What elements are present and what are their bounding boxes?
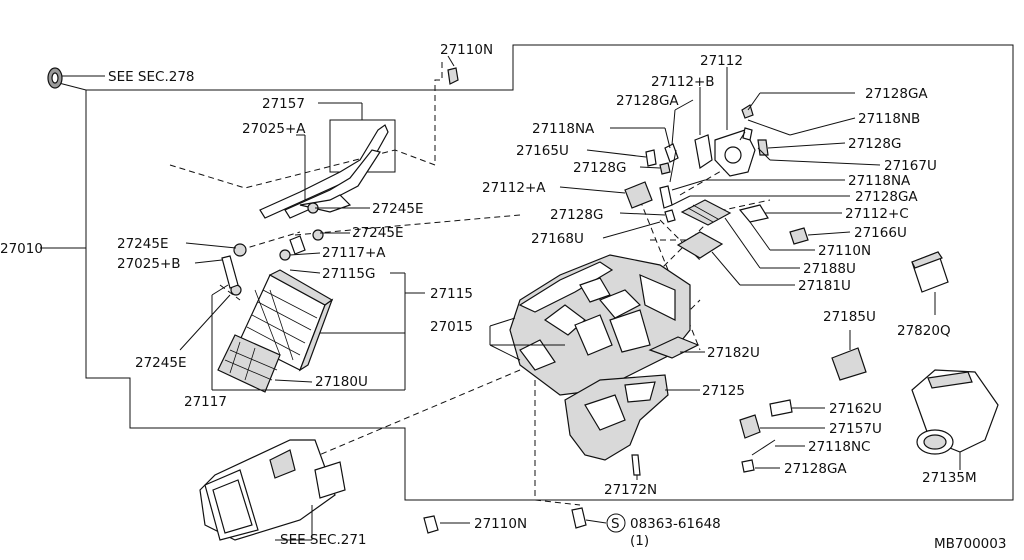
rod-27172n xyxy=(631,454,641,476)
label-27112b: 27112+B xyxy=(651,74,715,90)
label-08363-61648: 08363-61648 xyxy=(630,516,721,532)
heater-case-27015 xyxy=(509,254,691,396)
label-27182u: 27182U xyxy=(707,345,760,361)
label-27157u: 27157U xyxy=(829,421,882,437)
duct-27135m xyxy=(911,369,999,455)
grommet-sec278 xyxy=(47,67,63,89)
clip-27110n-top xyxy=(447,67,459,85)
duct-27820q xyxy=(911,251,949,293)
label-27115: 27115 xyxy=(430,286,473,302)
filter-27180u xyxy=(217,334,281,393)
duct-27185u xyxy=(831,347,867,381)
label-27245e-1: 27245E xyxy=(372,201,423,217)
label-27181u: 27181U xyxy=(798,278,851,294)
label-27135m: 27135M xyxy=(922,470,977,486)
duct-sec271 xyxy=(199,439,346,541)
label-27118nc: 27118NC xyxy=(808,439,870,455)
leader-lines xyxy=(40,55,961,541)
label-27115g: 27115G xyxy=(322,266,375,282)
label-27180u: 27180U xyxy=(315,374,368,390)
label-27025b: 27025+B xyxy=(117,256,181,272)
label-27820q: 27820Q xyxy=(897,323,951,339)
label-27128ga-3: 27128GA xyxy=(855,189,918,205)
label-27188u: 27188U xyxy=(803,261,856,277)
label-27128ga-4: 27128GA xyxy=(784,461,847,477)
floor-duct-27125 xyxy=(564,374,669,461)
fasteners-right xyxy=(423,227,809,534)
label-27128g-2: 27128G xyxy=(573,160,626,176)
part-labels: SEE SEC.278 27110N 27157 27025+A 27245E … xyxy=(0,42,1006,552)
label-27117a: 27117+A xyxy=(322,245,386,261)
label-27110n-bottom: 27110N xyxy=(474,516,527,532)
seal-plates xyxy=(648,199,732,359)
label-27110n-mid: 27110N xyxy=(818,243,871,259)
label-27168u: 27168U xyxy=(531,231,584,247)
label-27112: 27112 xyxy=(700,53,743,69)
label-27118na-2: 27118NA xyxy=(848,173,911,189)
label-27025a: 27025+A xyxy=(242,121,306,137)
label-27015: 27015 xyxy=(430,319,473,335)
label-27010: 27010 xyxy=(0,241,43,257)
label-see-sec-271: SEE SEC.271 xyxy=(280,532,367,548)
label-27245e-2: 27245E xyxy=(352,225,403,241)
label-27245e-4: 27245E xyxy=(135,355,186,371)
actuator-27112 xyxy=(694,104,791,177)
actuator-27112a xyxy=(624,143,769,223)
label-screw-s: S xyxy=(611,516,620,532)
diagram-code: MB700003 xyxy=(934,536,1006,552)
screw-symbol xyxy=(606,513,626,533)
hose-clamps xyxy=(221,202,324,296)
label-27112c: 27112+C xyxy=(845,206,909,222)
label-27185u: 27185U xyxy=(823,309,876,325)
label-27172n: 27172N xyxy=(604,482,657,498)
label-27117: 27117 xyxy=(184,394,227,410)
label-27128ga-2: 27128GA xyxy=(865,86,928,102)
label-27112a: 27112+A xyxy=(482,180,546,196)
label-27125: 27125 xyxy=(702,383,745,399)
label-screw-qty: (1) xyxy=(630,533,649,549)
label-27157: 27157 xyxy=(262,96,305,112)
label-27118na-1: 27118NA xyxy=(532,121,595,137)
label-27245e-3: 27245E xyxy=(117,236,168,252)
label-27128g-3: 27128G xyxy=(550,207,603,223)
label-27166u: 27166U xyxy=(854,225,907,241)
label-27128ga-1: 27128GA xyxy=(616,93,679,109)
label-27167u: 27167U xyxy=(884,158,937,174)
label-27110n-top: 27110N xyxy=(440,42,493,58)
label-27128g-1: 27128G xyxy=(848,136,901,152)
label-see-sec-278: SEE SEC.278 xyxy=(108,69,195,85)
label-27118nb: 27118NB xyxy=(858,111,920,127)
label-27162u: 27162U xyxy=(829,401,882,417)
label-27165u: 27165U xyxy=(516,143,569,159)
